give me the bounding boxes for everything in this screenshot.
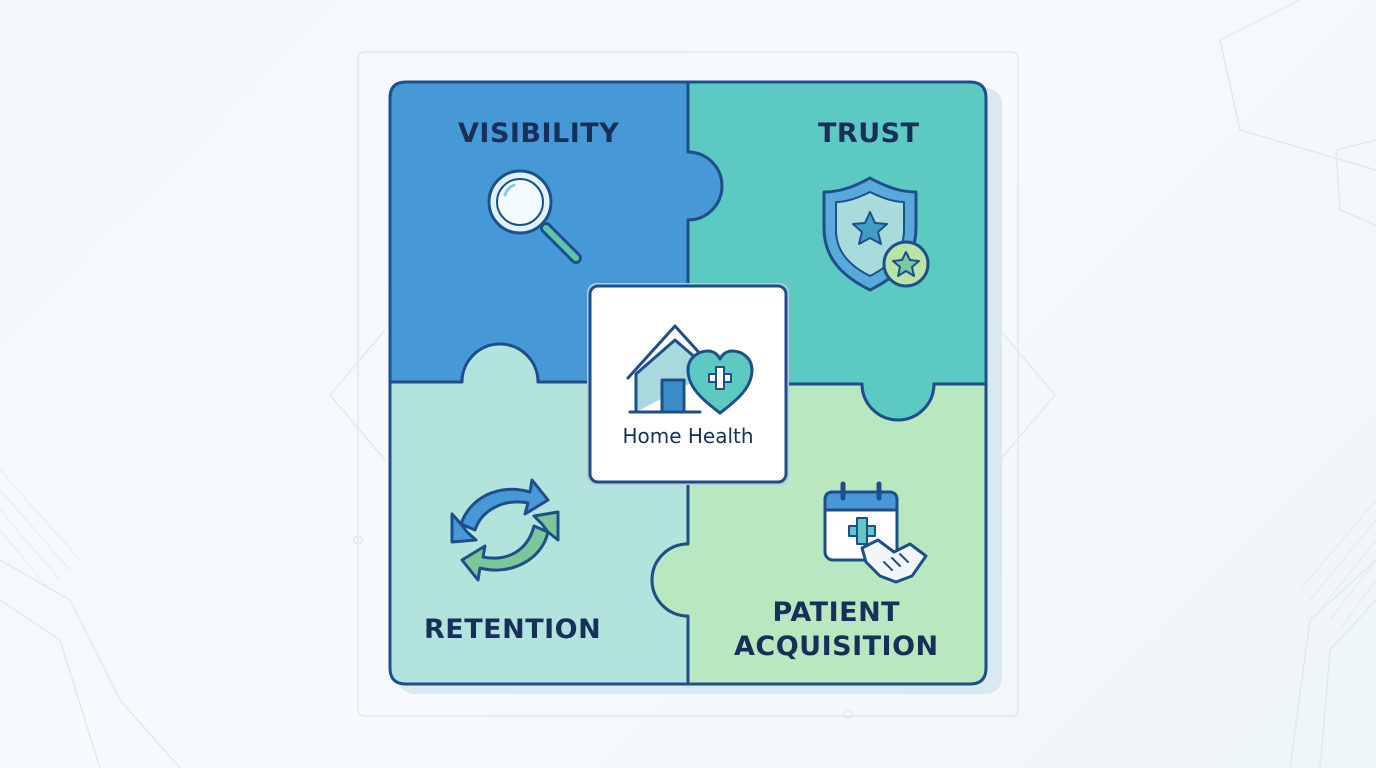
background-hatch (0, 469, 1376, 631)
cycle-arrows-icon (450, 478, 560, 582)
house-heart-icon (626, 324, 754, 415)
magnifying-glass-icon (487, 169, 582, 264)
patient-acquisition-label-line1: PATIENT (772, 597, 901, 628)
shield-star-icon (822, 176, 930, 292)
visibility-label: VISIBILITY (458, 118, 620, 149)
retention-label: RETENTION (424, 614, 602, 645)
center-label: Home Health (622, 424, 754, 448)
patient-acquisition-label: PATIENT ACQUISITION (734, 596, 939, 664)
calendar-handshake-icon (823, 481, 928, 584)
patient-acquisition-label-line2: ACQUISITION (734, 631, 939, 662)
trust-label: TRUST (818, 118, 920, 149)
